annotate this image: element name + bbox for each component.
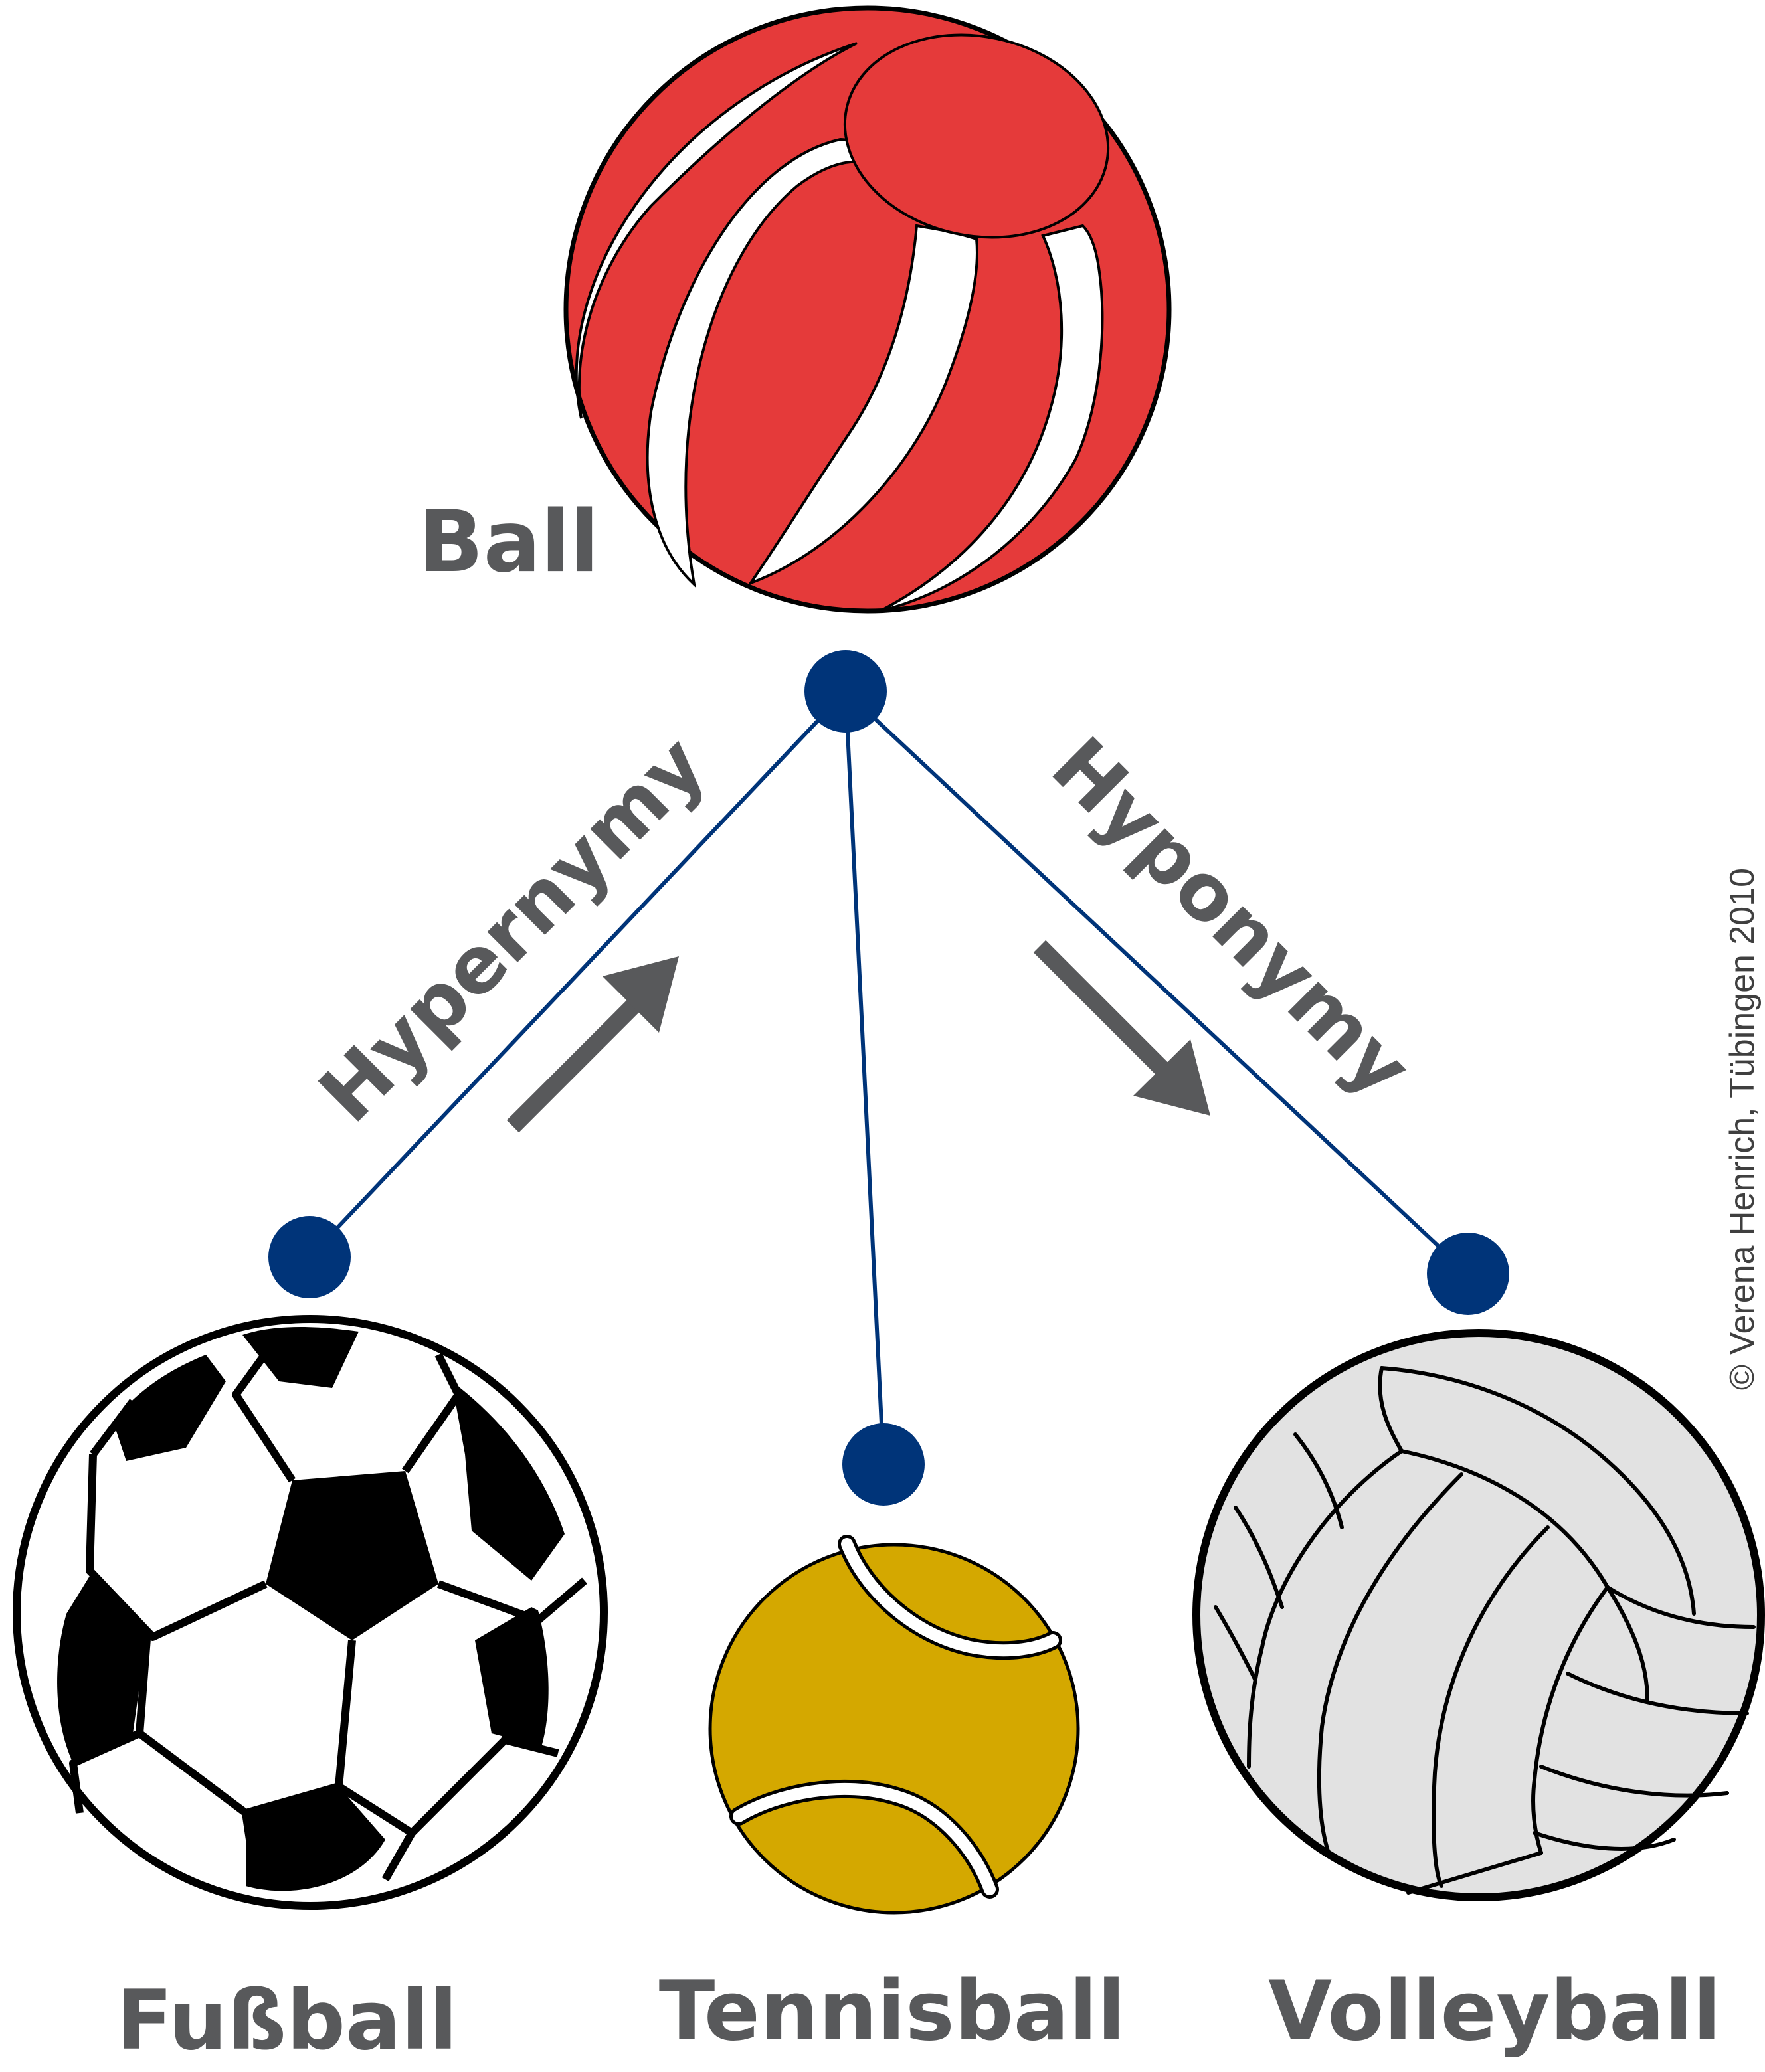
tennis-ball-icon [708, 1535, 1080, 1915]
child-label-volleyball: Volleyball [1268, 1964, 1721, 2059]
node-tennisball [842, 1423, 925, 1506]
arrow-up-right-icon [506, 956, 679, 1133]
volleyball-icon [1192, 1329, 1765, 1901]
edge-ball-volleyball [844, 689, 1470, 1276]
child-label-fussball: Fußball [116, 1973, 457, 2069]
hyponymy-label: Hyponymy [1034, 720, 1429, 1114]
node-ball [804, 650, 887, 733]
soccer-ball-icon [13, 1315, 608, 1910]
tree-edges [308, 689, 1470, 1465]
tree-nodes [268, 650, 1509, 1506]
beach-ball-icon [563, 5, 1172, 614]
node-volleyball [1427, 1233, 1509, 1315]
node-fussball [268, 1216, 351, 1298]
copyright-notice: © Verena Henrich, Tübingen 2010 [1723, 868, 1762, 1390]
child-label-tennisball: Tennisball [659, 1964, 1126, 2059]
hypernymy-label: Hypernymy [302, 719, 723, 1140]
top-node-label: Ball [418, 493, 599, 592]
edge-ball-fussball [308, 689, 848, 1259]
arrow-down-right-icon [1033, 940, 1210, 1116]
edge-ball-tennisball [844, 691, 885, 1465]
